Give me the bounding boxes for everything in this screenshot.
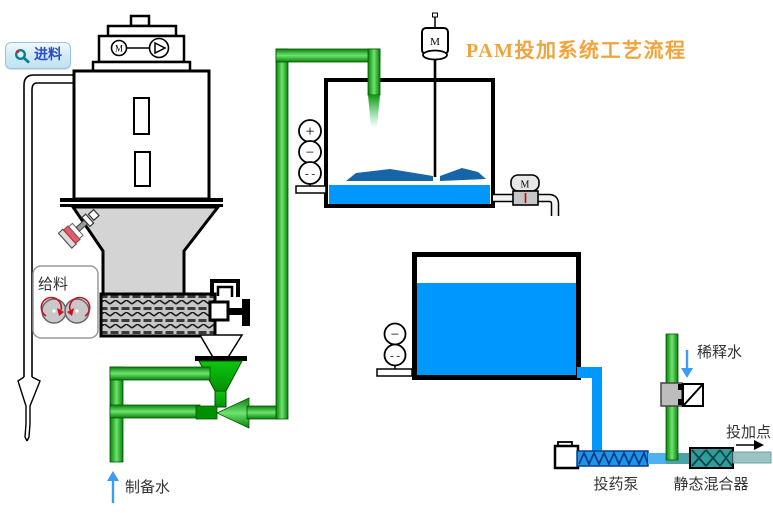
hopper-sight-slot <box>134 151 151 187</box>
level-symbol: - - <box>390 350 400 362</box>
storage-tank: − - - <box>376 252 602 453</box>
agitator-motor-label: M <box>430 36 440 48</box>
dosing-pump <box>553 441 668 470</box>
roller-hub <box>75 309 79 313</box>
tank-drop-pipe <box>367 48 381 96</box>
hopper-motor-m-icon <box>110 39 128 57</box>
spray-stream <box>368 95 380 128</box>
prep-water-arrowhead-icon <box>107 471 119 481</box>
dilution-water-label: 稀释水 <box>697 344 742 361</box>
dosing-point-arrowhead-icon <box>754 440 764 450</box>
feeder-panel: 给料 <box>32 265 99 339</box>
level-symbol: + <box>305 124 314 141</box>
static-mixer-label: 静态混合器 <box>673 476 748 493</box>
level-symbol: − <box>391 327 399 343</box>
dilution-water-arrowhead-icon <box>681 368 693 378</box>
dilution-line <box>660 333 704 461</box>
cone-stem <box>214 390 227 408</box>
rotation-arrow-icon <box>68 296 91 317</box>
level-symbol: - - <box>305 168 315 180</box>
motor-cap <box>432 12 438 18</box>
hopper-sight-slot <box>133 97 150 135</box>
screw-conveyor <box>99 279 250 338</box>
mixing-tank-water <box>329 185 490 204</box>
ejector-outlet-pipe <box>246 405 279 420</box>
indicator-bracket <box>295 185 327 194</box>
flow-arrows <box>107 350 764 503</box>
outlet-pipe <box>493 195 558 216</box>
tank-inlet-spray <box>367 48 381 128</box>
dosing-point-label: 投加点 <box>726 424 771 441</box>
pump-motor <box>553 444 580 470</box>
storage-outlet-pipe <box>577 367 601 378</box>
check-valve-flap <box>682 383 704 407</box>
shaft-end-flange <box>242 299 250 326</box>
hopper-motor-label: M <box>115 44 123 54</box>
prep-water-label: 制备水 <box>125 479 170 496</box>
level-symbol: − <box>306 145 314 161</box>
valve-tab <box>678 384 683 390</box>
agitator-blade <box>346 169 433 181</box>
feed-button-label: 进料 <box>34 47 62 63</box>
valve-tab <box>678 399 683 405</box>
cone-rim <box>195 356 247 361</box>
junction-pipe <box>666 453 692 464</box>
transfer-riser <box>275 48 289 420</box>
drive-bracket <box>210 279 240 297</box>
mixing-tank-level-indicators: + − - - <box>295 119 327 194</box>
hopper-lid <box>106 24 178 38</box>
screw-trough <box>99 292 217 338</box>
drive-bracket-inner <box>216 285 234 297</box>
rotation-arrowhead-icon <box>57 308 64 316</box>
hopper-lid-knob <box>129 14 151 28</box>
wetting-cone <box>195 356 247 408</box>
pump-outlet-pipe <box>648 453 668 464</box>
rotation-arrow-icon <box>40 296 63 317</box>
static-mixer-pattern <box>691 449 733 467</box>
dosing-pump-label: 投药泵 <box>593 476 638 493</box>
cone-feed-pipe <box>109 366 211 381</box>
roller-hub <box>52 309 56 313</box>
indicator-bracket <box>376 368 413 377</box>
ejector-feed-pipe <box>109 404 201 419</box>
motor-skirt <box>422 49 448 61</box>
rotation-arrowhead-icon <box>67 308 74 316</box>
page-title: PAM投加系统工艺流程 <box>466 38 687 62</box>
vibrator <box>57 208 100 249</box>
ejector-nozzle <box>195 405 218 420</box>
blower-triangle-icon <box>154 41 167 55</box>
pump-screw-pattern <box>578 450 649 467</box>
outlet-valve-assembly: M <box>493 174 560 216</box>
valve-motor-label: M <box>521 180 530 191</box>
static-mixer-line <box>666 447 772 469</box>
dosing-outlet-pipe <box>732 451 772 464</box>
suction-lance <box>17 74 74 442</box>
discharge-funnel <box>198 334 244 360</box>
feeder-panel-label: 给料 <box>38 276 68 293</box>
feed-button[interactable]: 进料 <box>5 42 71 69</box>
drive-shaft <box>228 308 243 315</box>
transfer-top-pipe <box>275 48 381 63</box>
storage-tank-water <box>417 283 576 375</box>
hopper-unit: M <box>60 14 223 296</box>
shaft-coupling <box>208 300 230 322</box>
search-icon <box>14 48 30 63</box>
hopper-flange <box>60 198 223 202</box>
agitator-blade <box>440 168 486 181</box>
mixing-tank: M <box>324 12 495 208</box>
storage-downpipe <box>592 367 602 453</box>
